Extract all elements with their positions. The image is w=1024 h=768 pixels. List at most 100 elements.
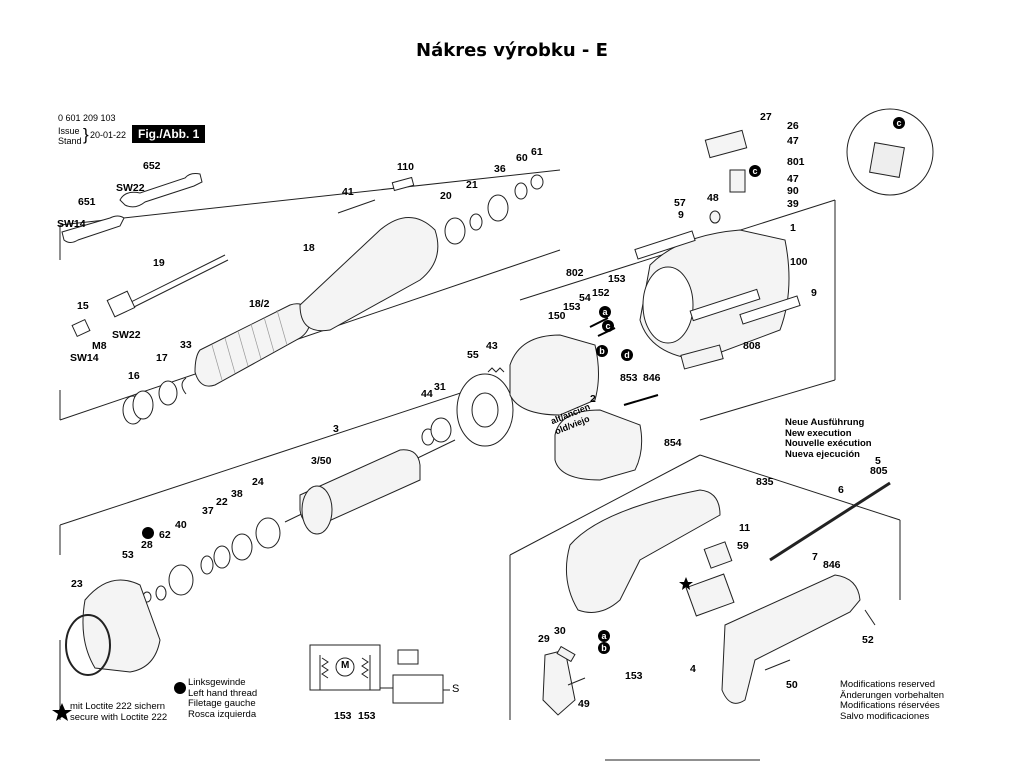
part-label-p33: 33	[180, 339, 192, 351]
part-label-p5: 5	[875, 455, 881, 467]
part-label-p18: 18	[303, 242, 315, 254]
o-ring-23	[65, 614, 111, 676]
issue-brace: }	[83, 125, 89, 144]
part-label-p20: 20	[440, 190, 452, 202]
collet-nut	[106, 290, 136, 318]
callout-c: c	[602, 320, 614, 332]
switch-4	[685, 573, 735, 617]
screw-49	[567, 677, 586, 686]
part-label-pSW14a: SW14	[57, 218, 86, 230]
part-label-p17: 17	[156, 352, 168, 364]
part-30	[556, 645, 576, 663]
callout-b: b	[596, 345, 608, 357]
part-label-p110: 110	[397, 161, 414, 173]
part-label-p57: 57	[674, 197, 686, 209]
gear-36	[487, 194, 509, 222]
part-label-p4: 4	[690, 663, 696, 675]
part-label-p19: 19	[153, 257, 165, 269]
part-label-p47b: 47	[787, 173, 799, 185]
part-label-p26: 26	[787, 120, 799, 132]
part-label-p846b: 846	[823, 559, 841, 571]
ring-22	[213, 545, 231, 569]
part-label-pSW22a: SW22	[116, 182, 145, 194]
part-label-p3: 3	[333, 423, 339, 435]
section-line	[699, 454, 901, 521]
label-57	[634, 230, 696, 260]
cable-6	[769, 481, 891, 562]
part-label-p808: 808	[743, 340, 761, 352]
bearing-20	[444, 217, 466, 245]
part-label-p90: 90	[787, 185, 799, 197]
part-label-p48: 48	[707, 192, 719, 204]
part-label-p153e: 153	[358, 710, 376, 722]
part-label-p50: 50	[786, 679, 798, 691]
part-label-p846a: 846	[643, 372, 661, 384]
section-line	[59, 169, 561, 226]
part-label-p52: 52	[862, 634, 874, 646]
plate-808	[680, 344, 724, 370]
part-label-p853: 853	[620, 372, 638, 384]
part-label-p61: 61	[531, 146, 543, 158]
part-label-p652: 652	[143, 160, 161, 172]
brush-detail-circle	[846, 108, 934, 196]
part-label-p44: 44	[421, 388, 433, 400]
callout-c: c	[893, 117, 905, 129]
part-label-p802: 802	[566, 267, 584, 279]
section-line	[509, 454, 701, 556]
part-label-p54: 54	[579, 292, 591, 304]
section-line	[699, 379, 836, 421]
ring-38	[231, 533, 253, 561]
part-label-p55: 55	[467, 349, 479, 361]
issue-label: Issue	[58, 126, 80, 136]
part-label-p100: 100	[790, 256, 808, 268]
bearing-31	[430, 417, 452, 443]
part-label-p53: 53	[122, 549, 134, 561]
part-label-pSW22b: SW22	[112, 329, 141, 341]
switch-symbol: S	[452, 683, 460, 695]
part-label-p7: 7	[812, 551, 818, 563]
cover-26	[704, 129, 748, 159]
part-label-p15: 15	[77, 300, 89, 312]
wrench-652	[119, 173, 203, 208]
spring-43	[487, 367, 505, 373]
part-label-p16: 16	[128, 370, 140, 382]
wiring-schematic	[309, 644, 450, 704]
part-label-p38: 38	[231, 488, 243, 500]
part-label-p153a: 153	[608, 273, 626, 285]
part-label-p40: 40	[175, 519, 187, 531]
part-label-p651: 651	[78, 196, 96, 208]
callout-d: d	[621, 349, 633, 361]
label-110	[391, 176, 415, 192]
part-label-p11: 11	[739, 522, 751, 534]
callout-a: a	[598, 630, 610, 642]
bearing-24	[255, 517, 281, 549]
washer-62	[155, 585, 167, 601]
part-label-p21: 21	[466, 179, 478, 191]
part-label-p854: 854	[664, 437, 682, 449]
page-title: Nákres výrobku - E	[416, 40, 608, 61]
nut-61	[530, 174, 544, 190]
part-label-p59: 59	[737, 540, 749, 552]
section-line	[59, 379, 501, 526]
part-label-p1: 1	[790, 222, 796, 234]
part-label-p29: 29	[538, 633, 550, 645]
handle-835	[565, 489, 721, 613]
part-label-p49: 49	[578, 698, 590, 710]
collet-15	[71, 318, 91, 338]
motor-symbol: M	[341, 660, 350, 671]
part-label-p152: 152	[592, 287, 610, 299]
callout-b: b	[598, 642, 610, 654]
ring-37	[200, 555, 214, 575]
part-label-p28: 28	[141, 539, 153, 551]
part-label-p22: 22	[216, 496, 228, 508]
part-label-p835: 835	[756, 476, 774, 488]
screw-50	[764, 659, 791, 671]
washer-60	[514, 182, 528, 200]
part-label-p9a: 9	[678, 209, 684, 221]
fan-3-50	[301, 485, 333, 535]
part-number: 0 601 209 103	[58, 113, 116, 123]
